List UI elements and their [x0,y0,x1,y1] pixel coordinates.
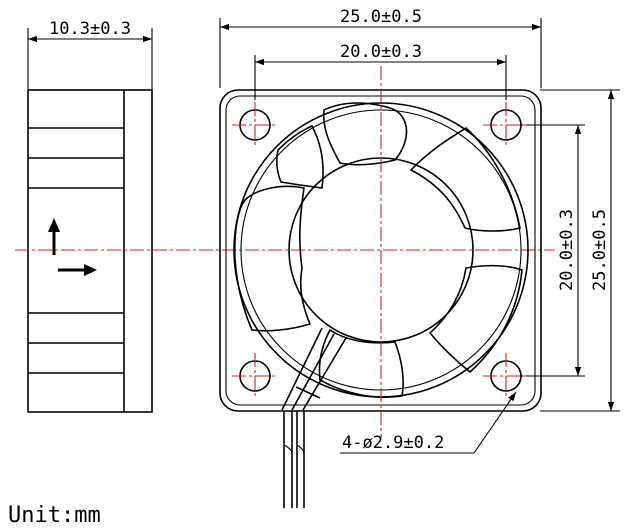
front-view: 25.0±0.5 20.0±0.3 20.0±0.3 25.0±0.5 [219,7,620,508]
blade-bottom [318,328,404,399]
hole-callout-leader [473,391,517,454]
wire-clip [295,386,321,399]
wire-channel-edge-2 [291,333,335,411]
wire-channel-edge-3 [302,337,347,411]
airflow-arrow-up-head-icon [48,218,60,232]
side-body-outline [27,89,153,413]
overall-width-label: 25.0±0.5 [340,7,422,27]
blade-top [322,102,408,166]
airflow-arrow-right-head-icon [84,264,97,276]
mounting-hole-label: 4-ø2.9±0.2 [342,433,444,453]
hole-centerlines [232,102,529,399]
side-view: 10.3±0.3 [27,19,153,413]
hole-pitch-height-label: 20.0±0.3 [557,209,577,291]
blade-right-lower [428,264,523,374]
thickness-label: 10.3±0.3 [49,19,131,39]
wire-channel-edge-1 [281,327,323,411]
blade-top-left [275,124,324,189]
blade-right-upper [409,126,521,232]
overall-height-label: 25.0±0.5 [590,209,610,291]
lead-wire-break-marks [283,444,305,453]
mounting-holes [232,102,529,399]
hole-pitch-width-label: 20.0±0.3 [340,42,422,62]
unit-label: Unit:mm [8,503,101,528]
blade-left [233,185,312,332]
